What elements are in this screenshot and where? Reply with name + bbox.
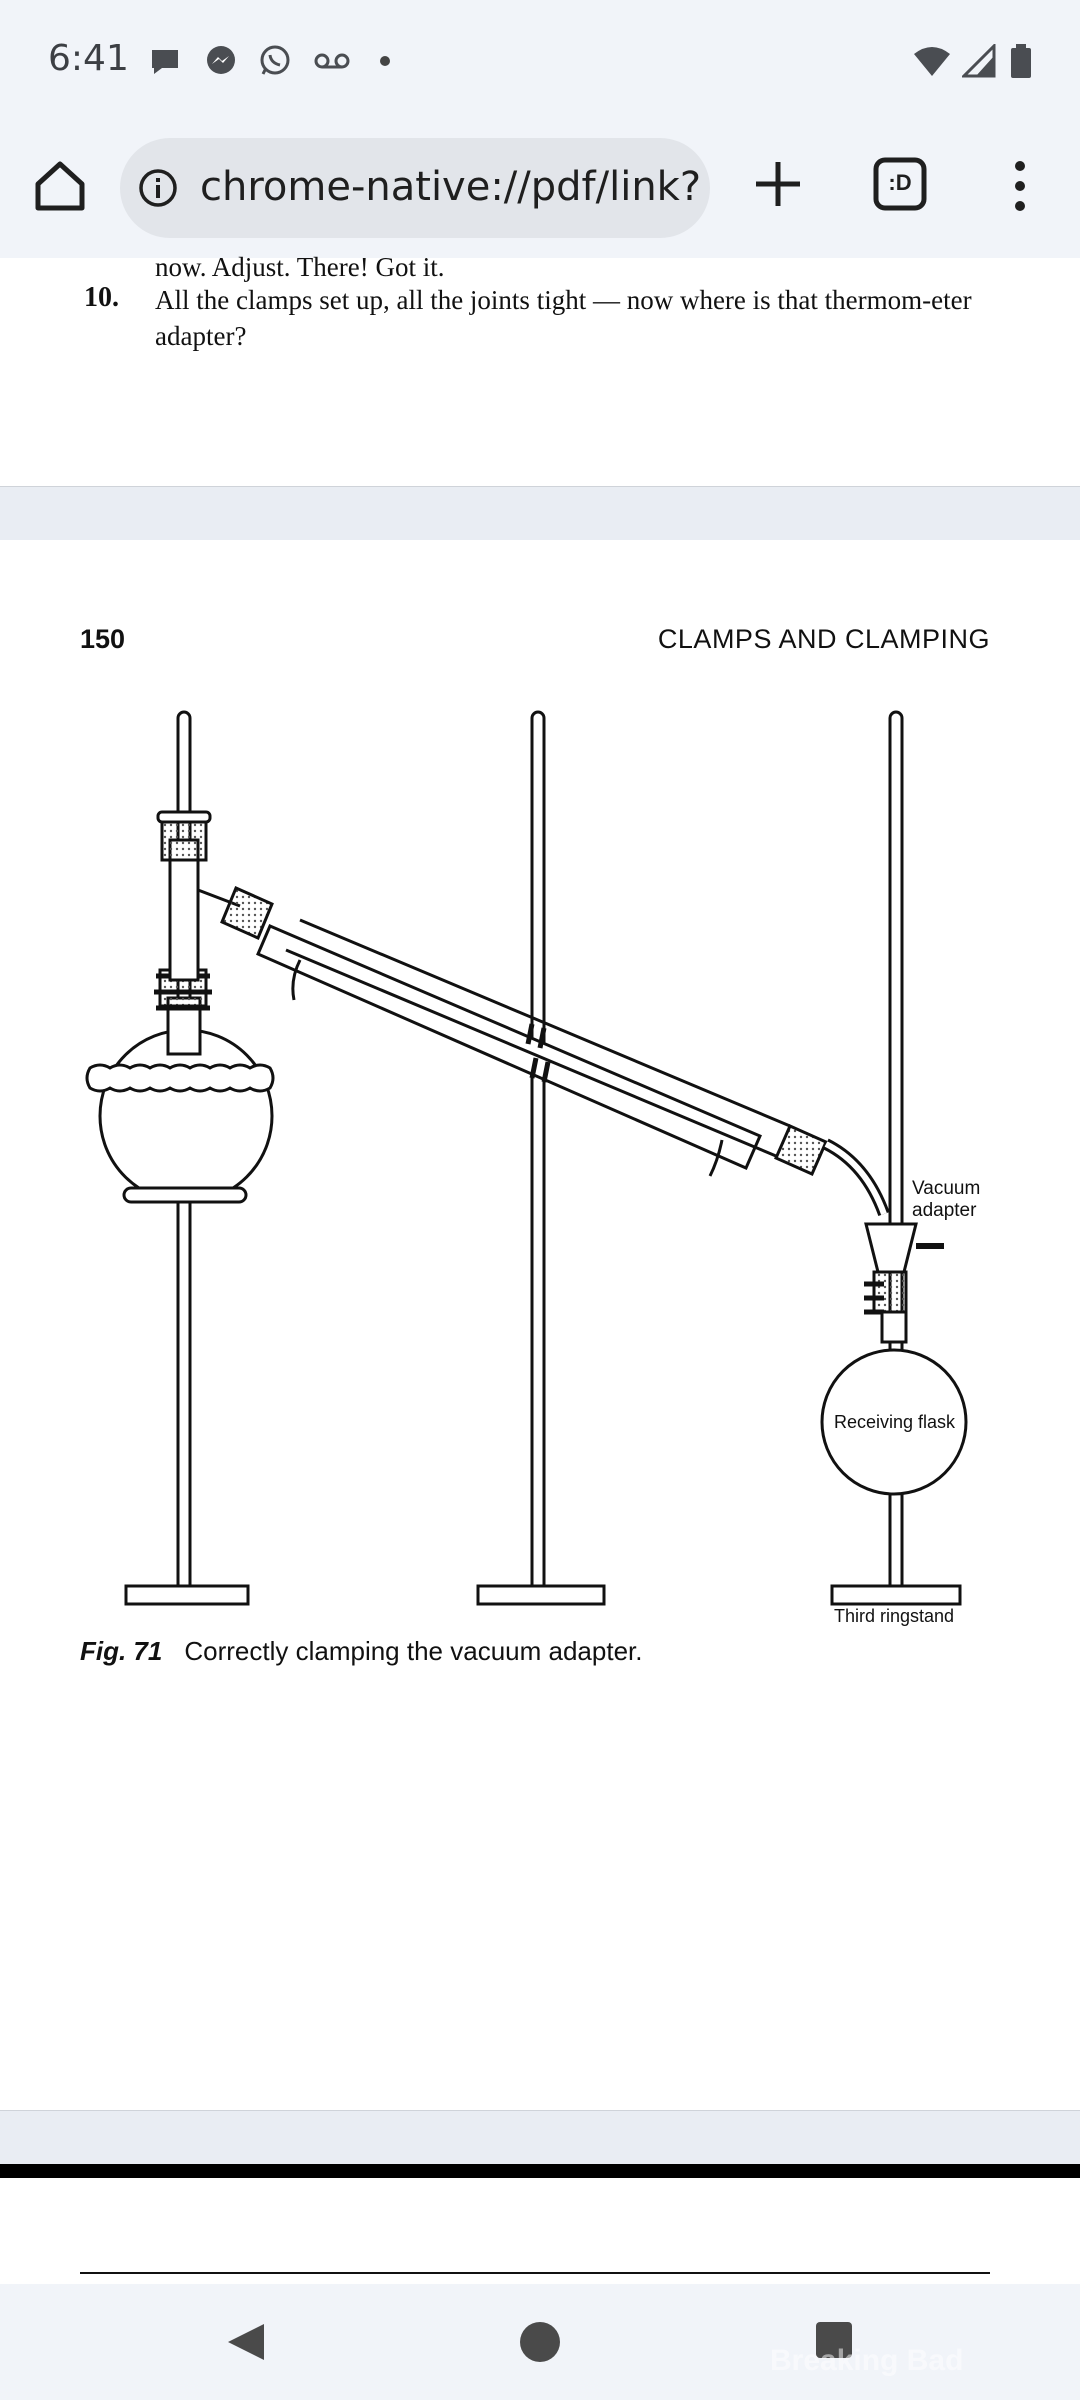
system-nav-bar: Breaking Bad [0, 2284, 1080, 2400]
chat-icon [152, 50, 178, 74]
distillation-figure [85, 710, 968, 1606]
home-nav-icon[interactable] [520, 2322, 560, 2362]
list-item-text: All the clamps set up, all the joints ti… [155, 285, 972, 351]
pdf-page-previous[interactable]: now. Adjust. There! Got it. 10. All the … [0, 252, 1080, 487]
pdf-page-next[interactable] [0, 2164, 1080, 2298]
running-head: CLAMPS AND CLAMPING [657, 624, 990, 654]
page-number: 150 [80, 624, 126, 654]
site-info-icon[interactable] [138, 168, 178, 208]
new-tab-icon[interactable] [748, 154, 808, 214]
overflow-menu-icon[interactable] [1000, 156, 1040, 216]
tab-switcher-badge: :D [888, 170, 912, 195]
tab-switcher-icon [873, 157, 927, 211]
third-ringstand-label: Third ringstand [834, 1606, 955, 1626]
browser-toolbar: chrome-native://pdf/link?ur :D [0, 122, 1080, 259]
recents-icon[interactable] [816, 2322, 852, 2358]
status-bar: 6:41 [0, 0, 1080, 122]
condenser [220, 886, 828, 1177]
clock: 6:41 [48, 38, 129, 79]
overlay-text: Breaking Bad [770, 2344, 964, 2377]
partial-line: now. Adjust. There! Got it. [155, 252, 445, 282]
pdf-page-current[interactable]: 150 CLAMPS AND CLAMPING [0, 540, 1080, 2111]
address-bar[interactable]: chrome-native://pdf/link?ur [120, 138, 710, 238]
vacuum-adapter [823, 1138, 944, 1315]
still-head [156, 810, 241, 982]
cell-signal-icon [962, 44, 996, 78]
caption-text: Correctly clamping the vacuum adapter. [184, 1636, 643, 1666]
whatsapp-icon [260, 45, 290, 75]
list-item-number: 10. [84, 282, 119, 313]
ringstand-middle [476, 710, 606, 1606]
back-icon[interactable] [224, 2320, 268, 2364]
receiving-flask-label: Receiving flask [834, 1412, 956, 1432]
voicemail-icon [314, 53, 350, 69]
battery-icon [1011, 44, 1031, 78]
page-rule [80, 2272, 990, 2274]
caption-label: Fig. 71 [80, 1636, 163, 1666]
figure-caption: Fig. 71 Correctly clamping the vacuum ada… [80, 1636, 642, 1667]
receiving-flask [820, 1310, 968, 1496]
home-icon[interactable] [28, 154, 92, 218]
wifi-icon [914, 47, 950, 76]
vacuum-adapter-label-1: Vacuum [912, 1178, 981, 1199]
messenger-icon [207, 46, 235, 74]
more-notifications-dot [380, 56, 390, 66]
vacuum-adapter-label-2: adapter [912, 1200, 977, 1221]
distilling-flask [85, 968, 275, 1204]
url-text[interactable]: chrome-native://pdf/link?ur [200, 164, 700, 210]
tab-switcher-button[interactable]: :D [872, 156, 928, 212]
